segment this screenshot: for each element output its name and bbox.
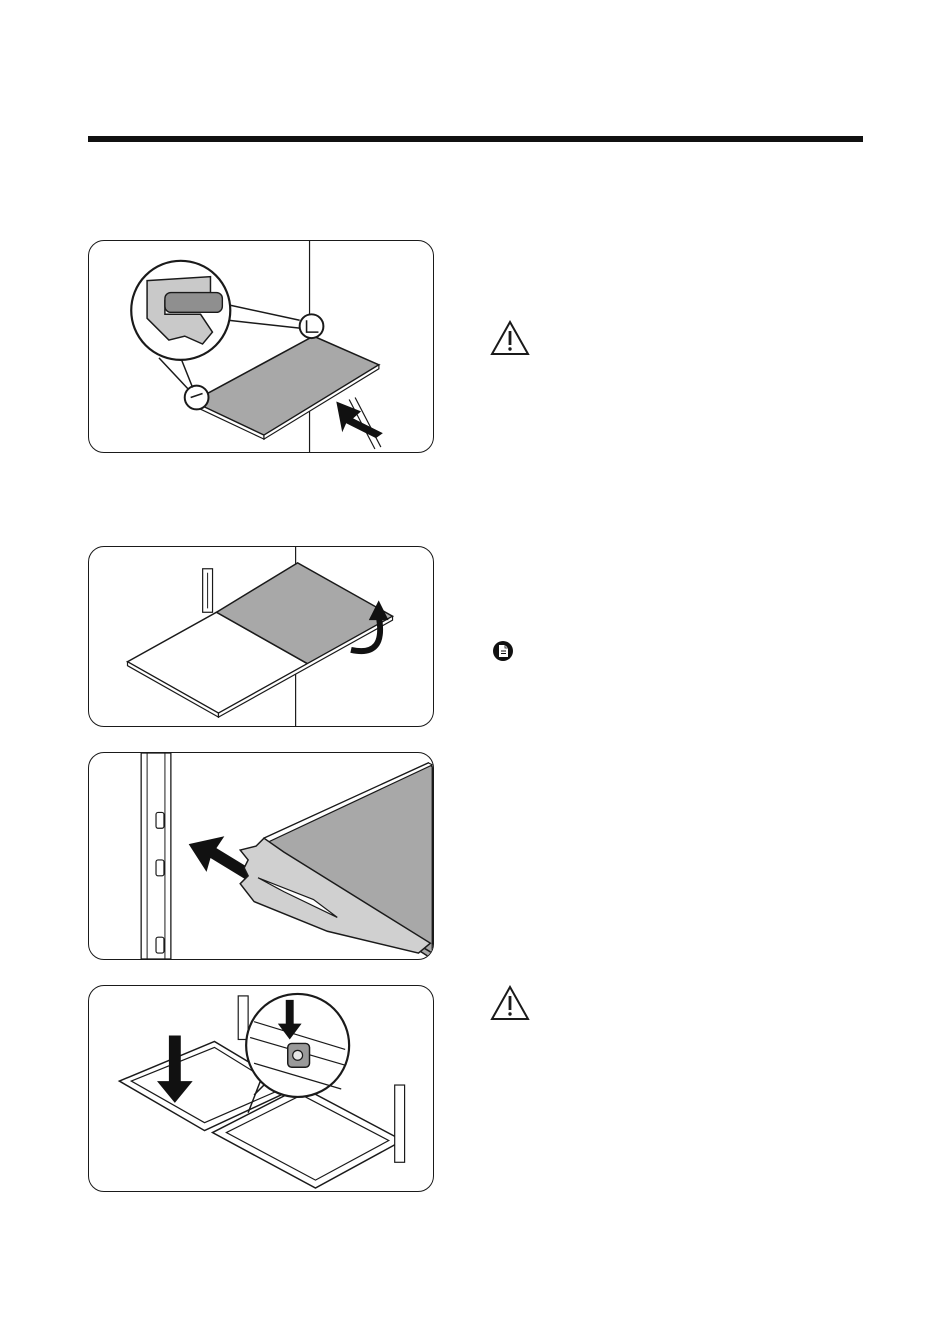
warning-marker (490, 320, 530, 356)
figure-folding-shelf (88, 546, 434, 727)
section-divider-rule (88, 136, 863, 142)
shelf-slide-in-illustration (89, 241, 433, 452)
warning-marker (490, 985, 530, 1021)
bracket-hook-illustration (89, 753, 433, 959)
shelf-lowering-illustration (89, 986, 433, 1191)
warning-icon (490, 320, 530, 356)
detail-target-circle (300, 314, 324, 338)
rail-slot (156, 937, 164, 953)
note-marker (492, 640, 514, 662)
rail-slot (156, 860, 164, 876)
figure-shelf-slide-in (88, 240, 434, 453)
rail-slot (156, 812, 164, 828)
figure-bracket-hook (88, 752, 434, 960)
figure-shelf-lowering (88, 985, 434, 1192)
folding-shelf-illustration (89, 547, 433, 726)
push-arrow (189, 836, 252, 880)
wall-bracket (395, 1085, 405, 1162)
wall-rail (141, 753, 171, 959)
note-icon (492, 640, 514, 662)
warning-icon (490, 985, 530, 1021)
